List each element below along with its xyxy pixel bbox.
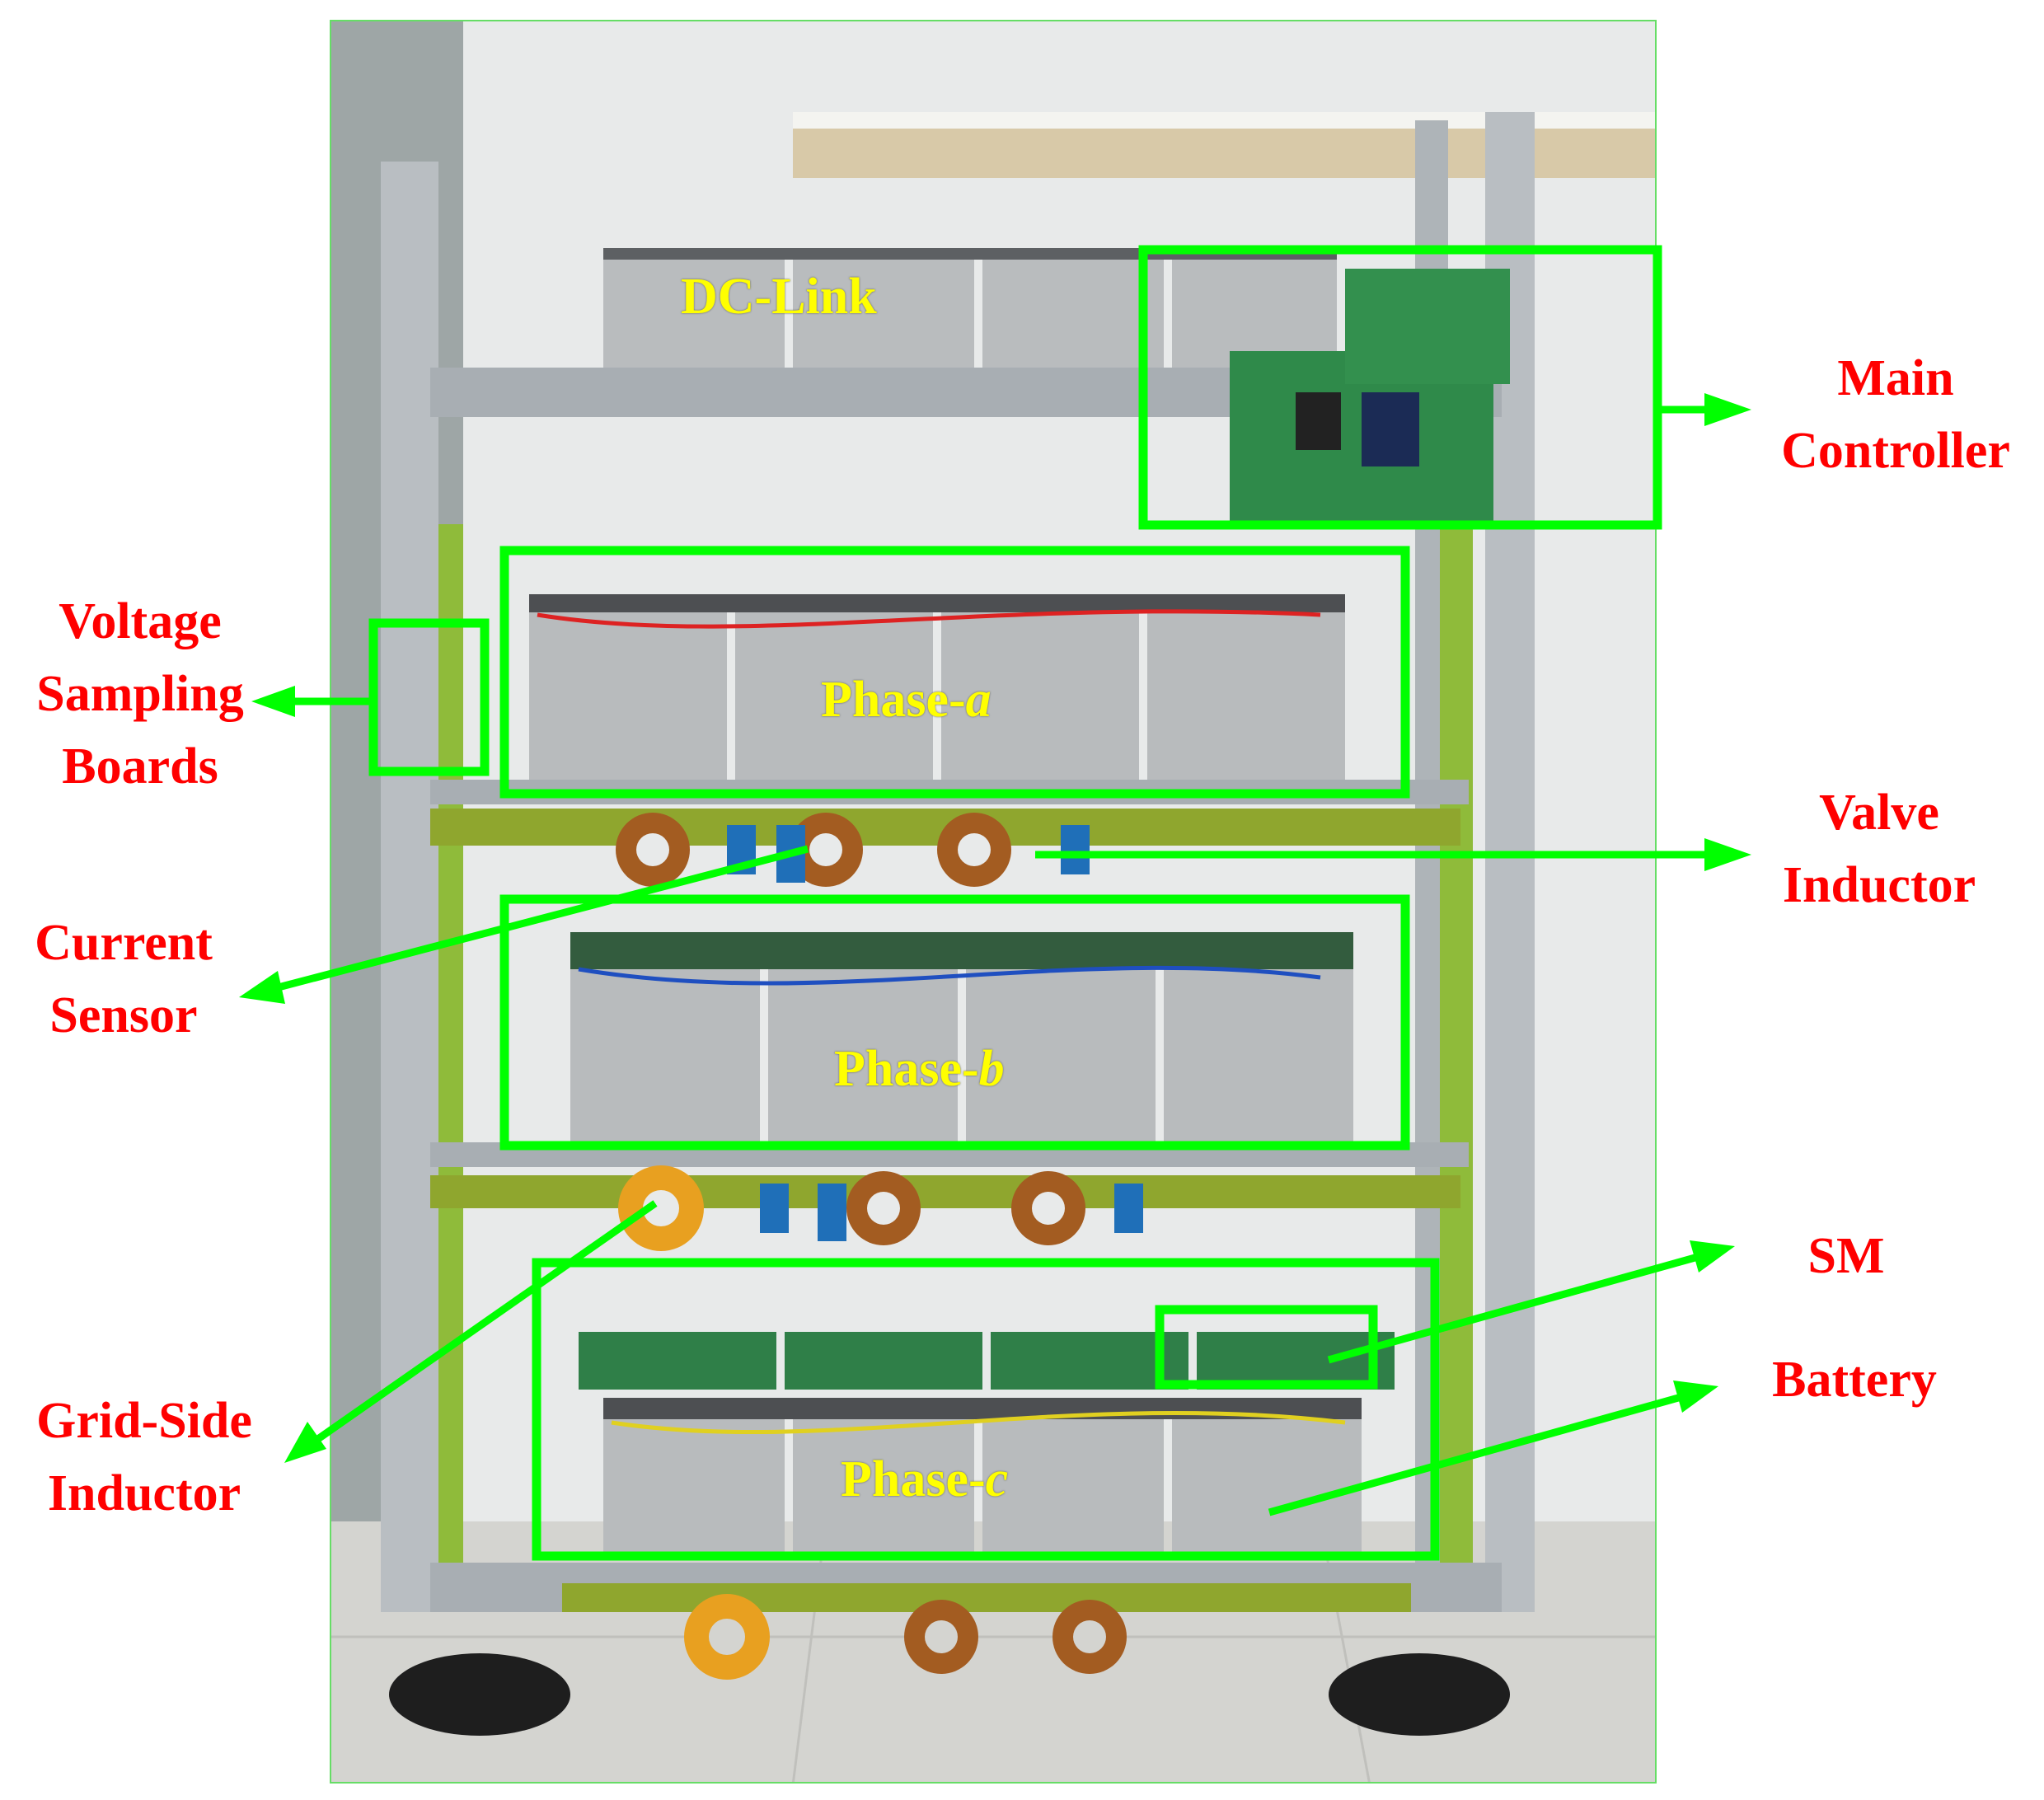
main-controller-line-1: Main bbox=[1837, 350, 1954, 406]
grid-side-inductor-label: Grid-Side Inductor bbox=[0, 1385, 288, 1530]
current-sensor-label: Current Sensor bbox=[0, 907, 247, 1052]
battery-arrowhead bbox=[1673, 1380, 1718, 1413]
main-controller-label: Main Controller bbox=[1756, 342, 2036, 487]
voltage-sampling-line-1: Voltage bbox=[59, 593, 222, 649]
dc-link-label: DC-Link bbox=[681, 269, 877, 325]
sm-label: SM bbox=[1807, 1228, 1885, 1284]
phase-b-box bbox=[499, 894, 1410, 1151]
main-controller-line-2: Controller bbox=[1781, 423, 2010, 479]
phase-a-prefix: Phase- bbox=[821, 672, 966, 728]
voltage-sampling-label: Voltage Sampling Boards bbox=[0, 585, 280, 803]
photo-frame bbox=[330, 20, 1657, 1784]
valve-inductor-line-1: Valve bbox=[1819, 785, 1939, 841]
valve-inductor-line-2: Inductor bbox=[1782, 857, 1976, 913]
grid-side-arrow-line bbox=[311, 1200, 658, 1446]
grid-side-line-1: Grid-Side bbox=[36, 1393, 252, 1449]
current-sensor-line-2: Sensor bbox=[49, 987, 198, 1043]
voltage-sampling-line-2: Sampling bbox=[36, 666, 244, 722]
valve-inductor-arrowhead bbox=[1704, 838, 1751, 871]
phase-b-label: Phase-b bbox=[834, 1040, 1005, 1099]
sm-box bbox=[1155, 1305, 1378, 1390]
phase-c-prefix: Phase- bbox=[841, 1451, 986, 1507]
valve-inductor-label: Valve Inductor bbox=[1747, 776, 2011, 921]
main-controller-arrowhead bbox=[1704, 393, 1751, 426]
voltage-sampling-arrowhead bbox=[251, 686, 295, 717]
voltage-sampling-line-3: Boards bbox=[62, 738, 218, 795]
phase-b-suffix: b bbox=[978, 1041, 1005, 1097]
current-sensor-arrow-line bbox=[270, 845, 809, 993]
phase-c-label: Phase-c bbox=[841, 1451, 1008, 1509]
current-sensor-line-1: Current bbox=[35, 915, 213, 971]
battery-label: Battery bbox=[1772, 1352, 1937, 1408]
sm-arrowhead bbox=[1690, 1240, 1735, 1273]
grid-side-arrowhead bbox=[284, 1422, 326, 1463]
sm-arrow-line bbox=[1327, 1253, 1699, 1364]
phase-a-suffix: a bbox=[965, 672, 992, 728]
grid-side-line-2: Inductor bbox=[47, 1465, 241, 1521]
phase-b-prefix: Phase- bbox=[834, 1041, 979, 1097]
phase-a-label: Phase-a bbox=[821, 671, 992, 729]
main-controller-box bbox=[1138, 245, 1662, 530]
battery-rack-photo bbox=[331, 21, 1655, 1782]
current-sensor-arrowhead bbox=[239, 971, 285, 1004]
phase-c-box bbox=[532, 1258, 1440, 1561]
phase-c-suffix: c bbox=[985, 1451, 1009, 1507]
battery-arrow-line bbox=[1268, 1393, 1683, 1516]
phase-a-box bbox=[499, 546, 1410, 799]
voltage-sampling-box bbox=[368, 618, 490, 776]
